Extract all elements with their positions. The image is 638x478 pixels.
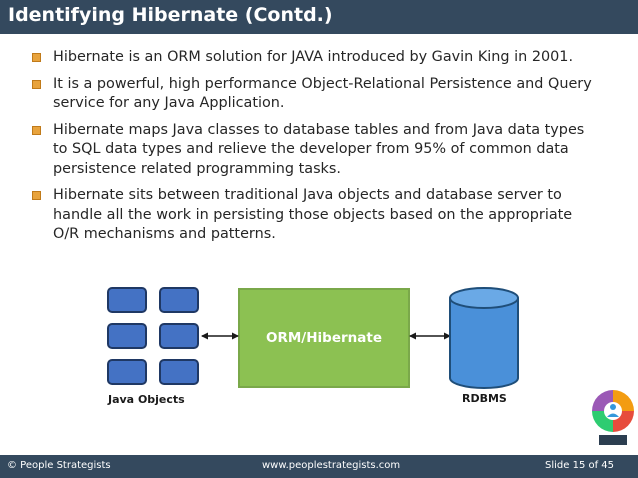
slide-title: Identifying Hibernate (Contd.): [8, 4, 333, 26]
square-bullet-icon: [32, 125, 41, 135]
bullet-item: Hibernate maps Java classes to database …: [32, 121, 592, 180]
hibernate-diagram: Java Objects ORM/Hibernate RDBMS: [0, 282, 638, 412]
orm-hibernate-label: ORM/Hibernate: [266, 330, 382, 346]
title-bar: Identifying Hibernate (Contd.): [0, 0, 638, 34]
java-object-box: [107, 359, 147, 385]
bullet-text: Hibernate sits between traditional Java …: [53, 187, 573, 242]
java-object-box: [159, 287, 199, 313]
rdbms-label: RDBMS: [462, 392, 507, 405]
bullet-item: It is a powerful, high performance Objec…: [32, 75, 592, 114]
slide-number: Slide 15 of 45: [545, 460, 615, 471]
database-cylinder-icon: [449, 287, 519, 389]
java-object-box: [159, 359, 199, 385]
square-bullet-icon: [32, 53, 41, 62]
java-object-box: [107, 287, 147, 313]
footer-bar: © People Strategists www.peoplestrategis…: [0, 455, 638, 478]
java-object-box: [107, 323, 147, 349]
connector-arrows: [201, 332, 451, 340]
square-bullet-icon: [32, 191, 41, 200]
java-objects-label: Java Objects: [108, 393, 185, 406]
java-object-box: [159, 323, 199, 349]
bullet-item: Hibernate sits between traditional Java …: [32, 186, 592, 245]
footer-copyright: © People Strategists: [7, 460, 111, 471]
footer-website: www.peoplestrategists.com: [262, 460, 401, 471]
bullet-item: Hibernate is an ORM solution for JAVA in…: [32, 48, 592, 68]
bullet-text: Hibernate maps Java classes to database …: [53, 121, 585, 177]
bullet-list: Hibernate is an ORM solution for JAVA in…: [32, 48, 592, 252]
square-bullet-icon: [32, 79, 41, 89]
bullet-text: Hibernate is an ORM solution for JAVA in…: [53, 49, 574, 65]
people-strategists-logo-icon: [592, 390, 634, 445]
orm-hibernate-box: ORM/Hibernate: [238, 288, 410, 388]
bullet-text: It is a powerful, high performance Objec…: [53, 75, 592, 112]
